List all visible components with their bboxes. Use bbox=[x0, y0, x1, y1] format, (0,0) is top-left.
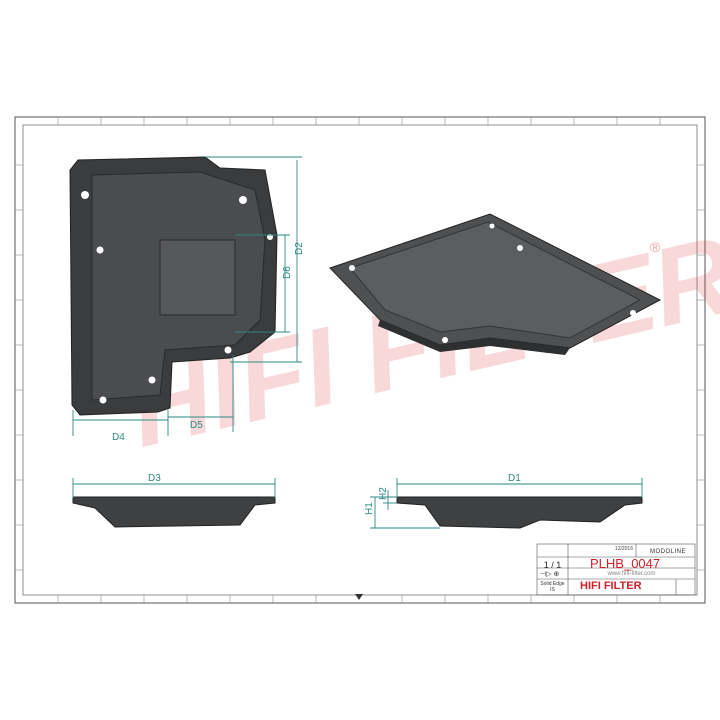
dimension-lines bbox=[72, 156, 643, 529]
website-link[interactable]: www.hifi-filter.com bbox=[607, 571, 656, 577]
title-block bbox=[536, 543, 696, 596]
part-side-view-right bbox=[396, 496, 643, 529]
dim-d2: D2 bbox=[294, 242, 305, 255]
outer-frame bbox=[14, 116, 706, 604]
dim-d1: D1 bbox=[508, 473, 521, 484]
dim-d4: D4 bbox=[112, 432, 125, 443]
dim-d5: D5 bbox=[190, 420, 203, 431]
dim-d3: D3 bbox=[148, 473, 161, 484]
part-side-view-left bbox=[72, 496, 276, 528]
dim-h2: H2 bbox=[378, 487, 389, 500]
registered-mark: ® bbox=[650, 239, 661, 255]
part-isometric-view bbox=[329, 213, 662, 355]
frame-ticks bbox=[15, 117, 705, 603]
scale-value: 1 / 1 bbox=[543, 560, 562, 570]
dim-h1: H1 bbox=[364, 502, 375, 515]
drawing-title: PLHB_0047 bbox=[590, 556, 661, 571]
projection-icon: ⊣▷ ⊕ bbox=[540, 571, 560, 578]
company-name: HIFI FILTER bbox=[580, 580, 642, 592]
part-top-view bbox=[69, 156, 278, 416]
dim-d6: D6 bbox=[282, 266, 293, 279]
center-mark-icon bbox=[355, 594, 363, 600]
date-value: 12/2016 bbox=[614, 546, 633, 552]
description-value: MODOLINE bbox=[650, 549, 687, 555]
